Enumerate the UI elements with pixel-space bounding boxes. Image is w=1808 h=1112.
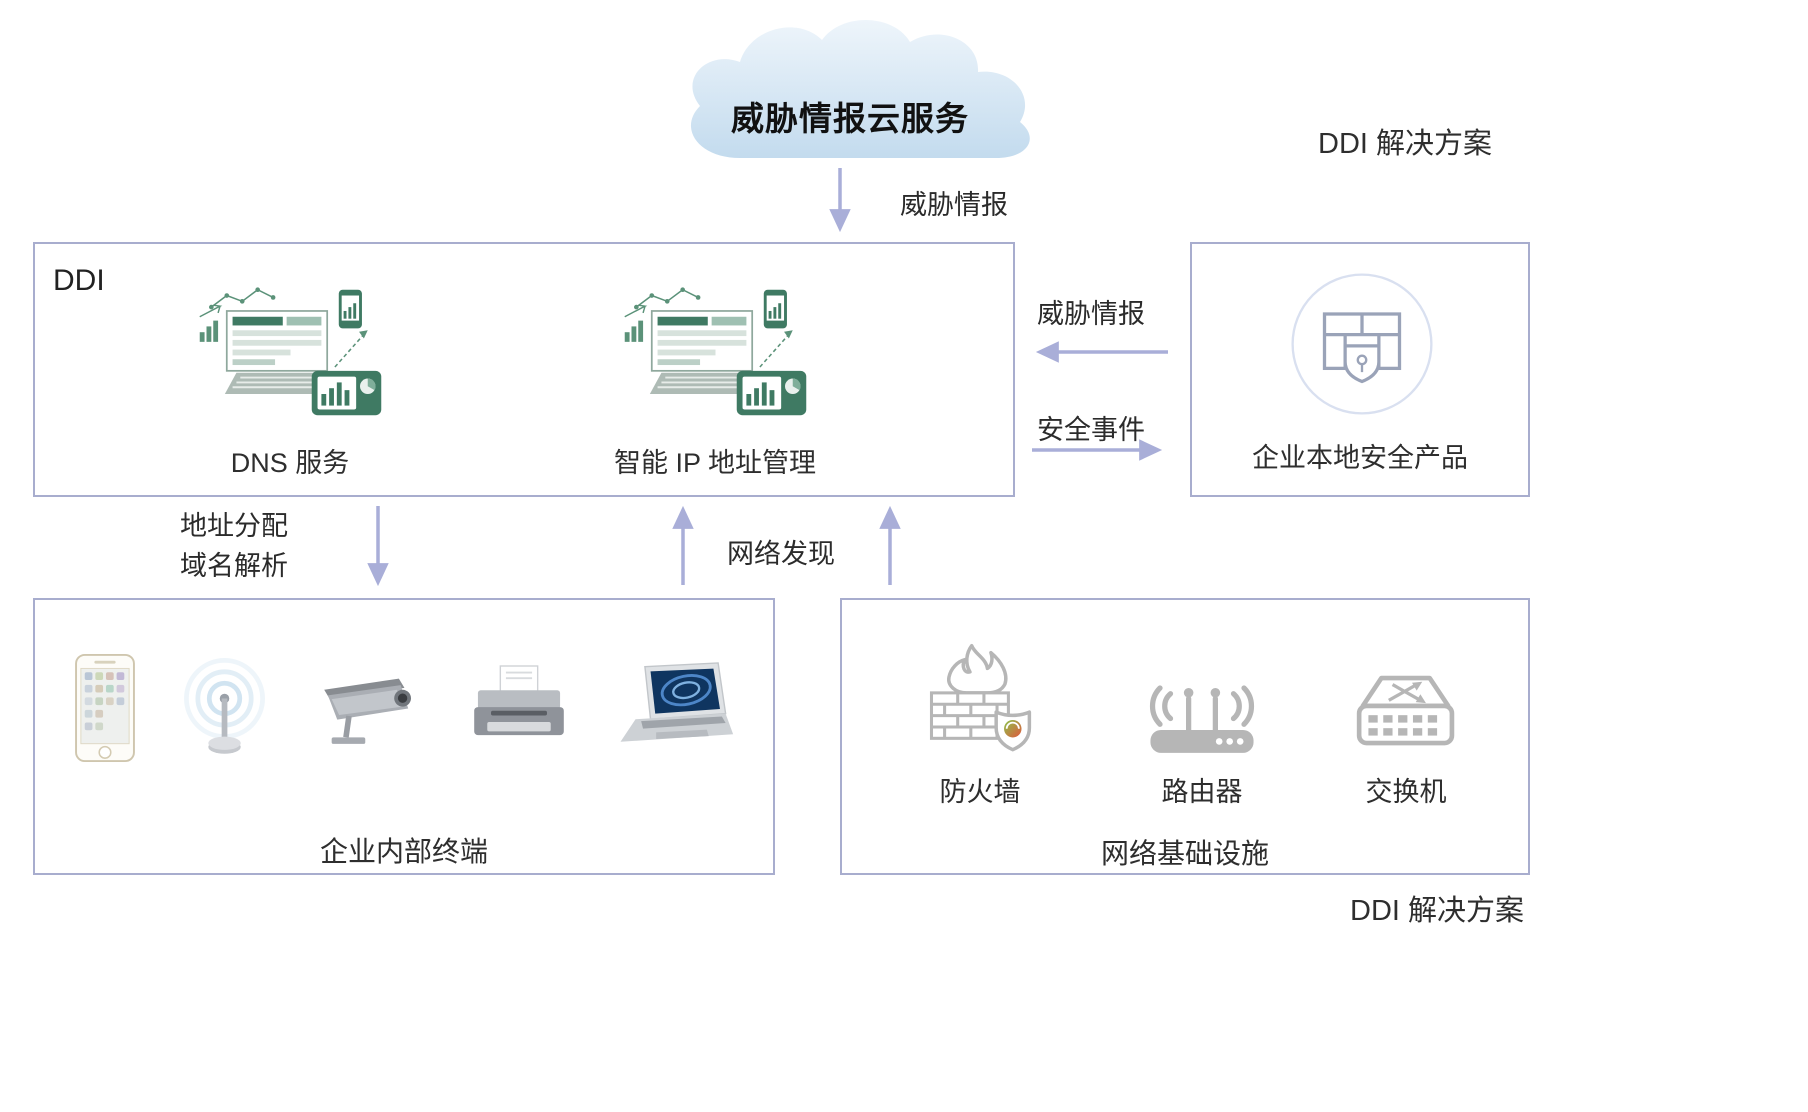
dns-service-label: DNS 服务 <box>230 448 350 478</box>
label-address-allocation: 地址分配 域名解析 <box>180 506 288 586</box>
smartphone-icon <box>75 653 135 763</box>
router-item: 路由器 <box>1112 622 1292 809</box>
solution-title-top-right: DDI 解决方案 <box>1318 128 1493 160</box>
threat-intel-cloud: 威胁情报云服务 <box>640 6 1060 186</box>
wifi-antenna-icon <box>184 658 265 754</box>
ddi-box: DDI DNS 服务 智能 IP 地址管理 <box>33 242 1015 497</box>
router-label: 路由器 <box>1161 777 1243 807</box>
label-threat-intel-cloud-arrow: 威胁情报 <box>900 190 1008 220</box>
security-product-icon <box>1291 273 1433 415</box>
switch-label: 交换机 <box>1365 777 1447 807</box>
switch-icon <box>1356 675 1455 746</box>
printer-icon <box>474 665 564 736</box>
security-products-box: 企业本地安全产品 <box>1190 242 1530 497</box>
infrastructure-box: 防火墙 <box>840 598 1530 875</box>
cloud-label: 威胁情报云服务 <box>731 100 969 137</box>
devices-row <box>35 642 773 774</box>
firewall-icon <box>929 643 1032 752</box>
ddi-box-title: DDI <box>53 264 105 297</box>
cloud-icon <box>690 19 1030 158</box>
security-camera-icon <box>324 678 411 744</box>
firewall-label: 防火墙 <box>939 777 1021 807</box>
firewall-icon-wrap <box>890 622 1070 760</box>
security-products-label: 企业本地安全产品 <box>1252 443 1468 473</box>
ipam-item: 智能 IP 地址管理 <box>560 282 870 480</box>
terminals-box: 企业内部终端 <box>33 598 775 875</box>
workstation-icon <box>618 282 813 422</box>
laptop-icon <box>620 662 734 742</box>
label-threat-intel-mid: 威胁情报 <box>1037 299 1145 329</box>
switch-icon-wrap <box>1316 622 1496 760</box>
solution-title-bottom-right: DDI 解决方案 <box>1350 895 1525 927</box>
label-domain-resolution-line2: 域名解析 <box>180 551 288 581</box>
terminals-label: 企业内部终端 <box>319 836 488 867</box>
label-security-event: 安全事件 <box>1037 415 1145 445</box>
label-network-discovery: 网络发现 <box>727 539 835 569</box>
label-address-allocation-line1: 地址分配 <box>180 511 288 541</box>
firewall-item: 防火墙 <box>890 622 1070 809</box>
router-icon <box>1149 685 1255 753</box>
workstation-icon <box>193 282 388 422</box>
ipam-label: 智能 IP 地址管理 <box>613 448 817 478</box>
infrastructure-label: 网络基础设施 <box>1100 838 1269 869</box>
switch-item: 交换机 <box>1316 622 1496 809</box>
router-icon-wrap <box>1112 622 1292 760</box>
dns-service-item: DNS 服务 <box>135 282 445 480</box>
